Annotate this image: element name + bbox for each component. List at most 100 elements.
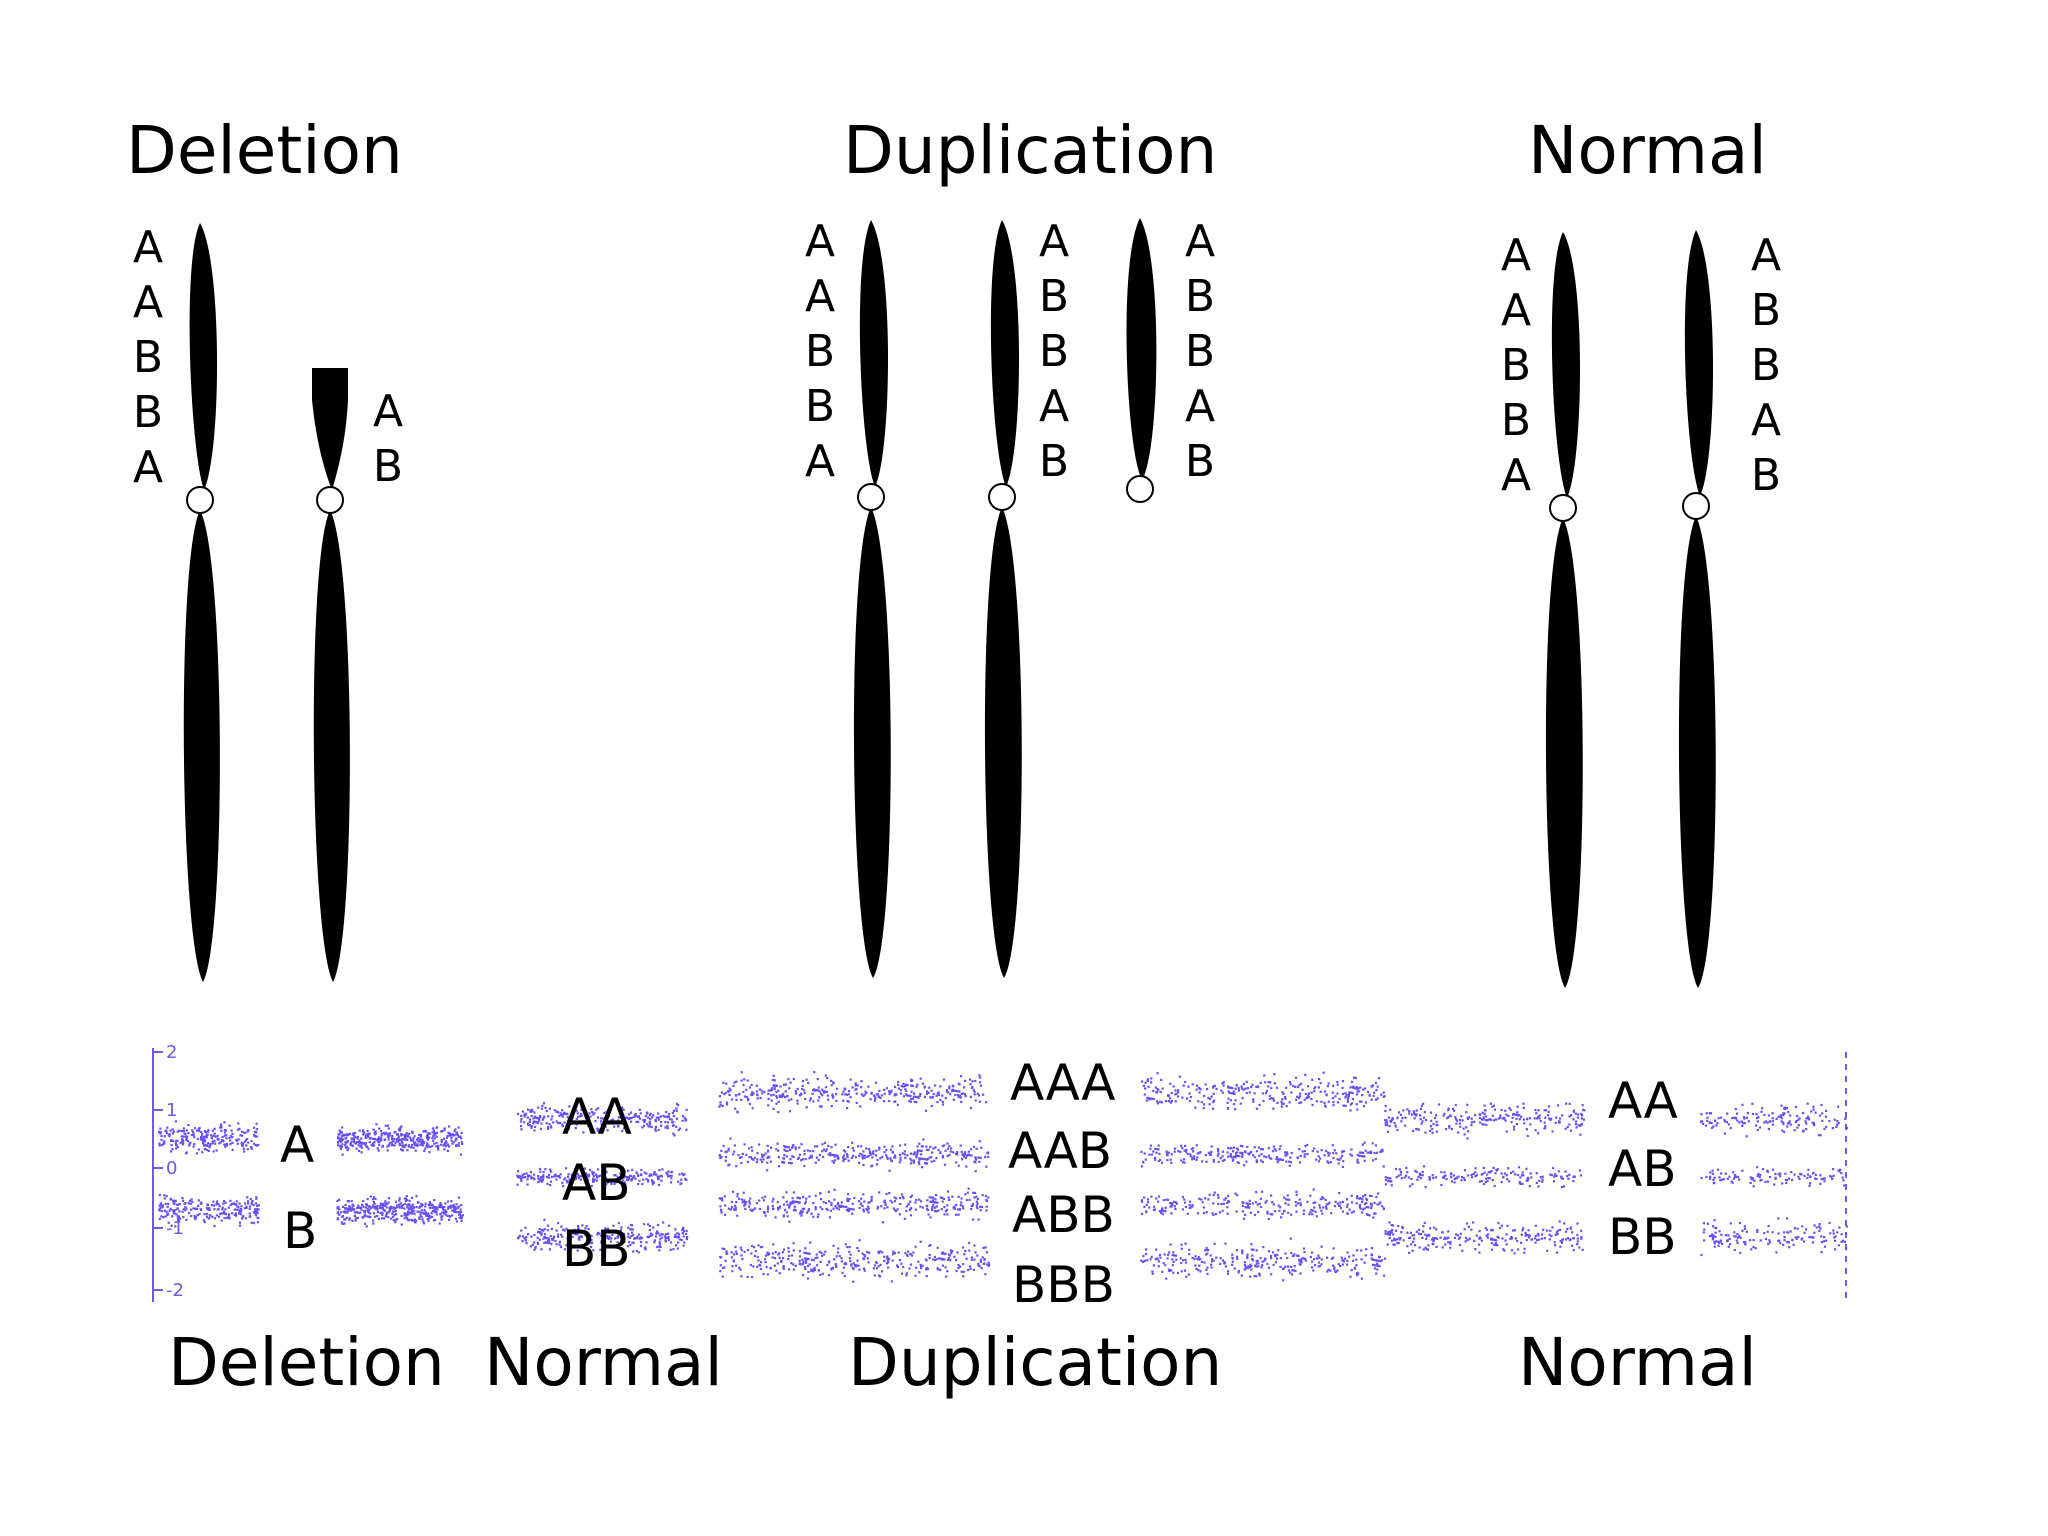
- snp-dot: [213, 1127, 216, 1130]
- snp-dot: [448, 1125, 451, 1128]
- snp-dot: [1495, 1169, 1498, 1172]
- snp-dot: [941, 1200, 944, 1203]
- snp-dot: [360, 1142, 364, 1145]
- snp-dot: [158, 1144, 161, 1147]
- snp-dot: [808, 1252, 811, 1255]
- snp-dot: [680, 1238, 683, 1242]
- snp-dot: [972, 1218, 975, 1221]
- snp-dot: [455, 1203, 458, 1206]
- snp-dot: [944, 1149, 947, 1152]
- snp-dot: [1294, 1085, 1297, 1088]
- snp-dot: [1368, 1214, 1371, 1217]
- snp-dot: [627, 1169, 630, 1172]
- snp-dot: [542, 1116, 545, 1120]
- snp-dot: [460, 1215, 463, 1218]
- snp-dot: [517, 1176, 520, 1179]
- snp-dot: [899, 1197, 902, 1200]
- snp-dot: [1461, 1119, 1464, 1122]
- snp-dot: [1560, 1175, 1563, 1178]
- snp-dot: [631, 1231, 634, 1234]
- snp-dot: [1244, 1206, 1247, 1209]
- snp-dot: [601, 1233, 604, 1236]
- snp-dot: [1572, 1110, 1575, 1113]
- snp-dot: [654, 1128, 657, 1131]
- snp-dot: [203, 1148, 206, 1151]
- snp-dot: [759, 1246, 762, 1249]
- snp-dot: [1543, 1121, 1546, 1124]
- snp-dot: [1310, 1097, 1313, 1101]
- snp-dot: [1346, 1198, 1349, 1201]
- snp-dot: [218, 1215, 221, 1218]
- snp-dot: [628, 1240, 631, 1243]
- snp-dot: [916, 1150, 919, 1153]
- snp-dot: [1408, 1110, 1411, 1113]
- snp-dot: [422, 1142, 425, 1145]
- snp-dot: [775, 1102, 778, 1105]
- snp-dot: [864, 1090, 867, 1093]
- snp-dot: [1167, 1151, 1170, 1154]
- snp-dot: [1161, 1161, 1164, 1164]
- snp-dot: [450, 1200, 453, 1203]
- snp-dot: [1541, 1178, 1544, 1181]
- snp-dot: [211, 1215, 214, 1218]
- snp-dot: [598, 1128, 601, 1131]
- snp-dot: [587, 1236, 590, 1239]
- snp-dot: [848, 1250, 851, 1253]
- snp-dot: [372, 1219, 375, 1222]
- snp-dot: [1339, 1207, 1342, 1210]
- snp-dot: [241, 1134, 244, 1137]
- snp-dot: [380, 1206, 383, 1209]
- snp-dot: [1461, 1249, 1464, 1252]
- snp-dot: [606, 1129, 609, 1132]
- snp-dot: [1162, 1209, 1165, 1212]
- snp-dot: [978, 1140, 981, 1143]
- snp-dot: [1235, 1084, 1238, 1087]
- snp-dot: [987, 1264, 990, 1267]
- snp-dot: [829, 1154, 832, 1157]
- snp-dot: [936, 1246, 939, 1249]
- snp-dot: [639, 1236, 642, 1239]
- snp-dot: [1329, 1161, 1332, 1164]
- snp-dot: [803, 1257, 807, 1260]
- snp-dot: [1341, 1080, 1345, 1083]
- snp-dot: [575, 1123, 578, 1126]
- snp-dot: [868, 1251, 871, 1254]
- snp-dot: [364, 1133, 367, 1136]
- snp-dot: [883, 1255, 886, 1258]
- snp-dot: [378, 1137, 381, 1140]
- snp-dot: [844, 1150, 847, 1153]
- snp-dot: [649, 1173, 652, 1176]
- snp-dot: [1418, 1174, 1421, 1177]
- snp-dot: [925, 1158, 928, 1161]
- snp-dot: [1351, 1091, 1354, 1095]
- snp-dot: [885, 1087, 888, 1090]
- snp-dot: [1317, 1155, 1320, 1158]
- snp-dot: [345, 1211, 349, 1214]
- snp-dot: [1205, 1211, 1208, 1214]
- snp-dot: [624, 1116, 627, 1119]
- snp-dot: [1341, 1151, 1344, 1154]
- snp-dot: [233, 1208, 236, 1211]
- snp-dot: [1432, 1236, 1435, 1240]
- snp-dot: [248, 1215, 252, 1218]
- snp-dot: [391, 1144, 394, 1147]
- snp-dot: [856, 1246, 859, 1250]
- snp-dot: [734, 1107, 737, 1110]
- snp-dot: [1189, 1155, 1192, 1158]
- snp-dot: [420, 1141, 423, 1144]
- snp-dot: [533, 1125, 537, 1128]
- snp-dot: [405, 1212, 408, 1216]
- snp-dot: [564, 1167, 568, 1170]
- snp-dot: [1160, 1211, 1163, 1214]
- snp-dot: [978, 1265, 981, 1268]
- snp-dot: [968, 1249, 971, 1252]
- snp-dot: [750, 1276, 754, 1279]
- snp-dot: [948, 1085, 951, 1088]
- snp-dot: [254, 1202, 258, 1205]
- snp-dot: [801, 1210, 804, 1213]
- snp-dot: [1390, 1230, 1393, 1234]
- snp-dot: [1301, 1257, 1304, 1260]
- snp-dot: [935, 1210, 938, 1213]
- snp-dot: [760, 1261, 763, 1264]
- snp-dot: [756, 1152, 759, 1155]
